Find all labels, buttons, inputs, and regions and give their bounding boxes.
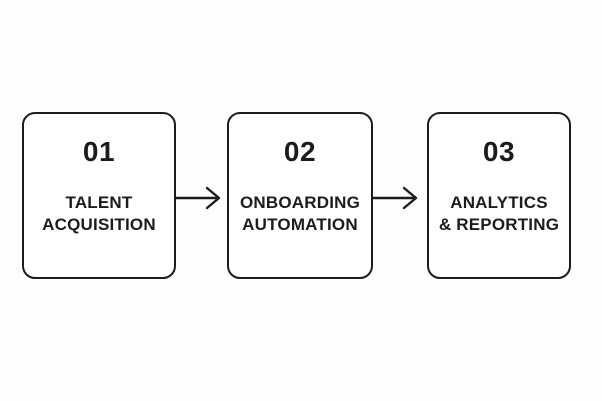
arrow-right-icon bbox=[373, 186, 424, 210]
step-label: ANALYTICS & REPORTING bbox=[439, 192, 559, 236]
step-label-line-1: ONBOARDING bbox=[239, 193, 361, 212]
step-label-line-1: TALENT bbox=[65, 193, 133, 212]
step-number: 02 bbox=[283, 136, 317, 167]
step-label-line-2: ACQUISITION bbox=[42, 215, 156, 234]
step-number: 01 bbox=[82, 136, 116, 167]
step-number: 03 bbox=[482, 136, 516, 167]
step-label-line-2: AUTOMATION bbox=[242, 215, 358, 234]
step-box-talent-acquisition: 01 TALENT ACQUISITION bbox=[22, 112, 176, 279]
arrow-right-icon bbox=[176, 186, 227, 210]
step-box-analytics-reporting: 03 ANALYTICS & REPORTING bbox=[427, 112, 571, 279]
step-label: ONBOARDING AUTOMATION bbox=[240, 192, 360, 236]
step-label-line-1: ANALYTICS bbox=[450, 193, 548, 212]
step-label-line-2: & REPORTING bbox=[438, 215, 560, 234]
step-label: TALENT ACQUISITION bbox=[42, 192, 156, 236]
step-box-onboarding-automation: 02 ONBOARDING AUTOMATION bbox=[227, 112, 373, 279]
